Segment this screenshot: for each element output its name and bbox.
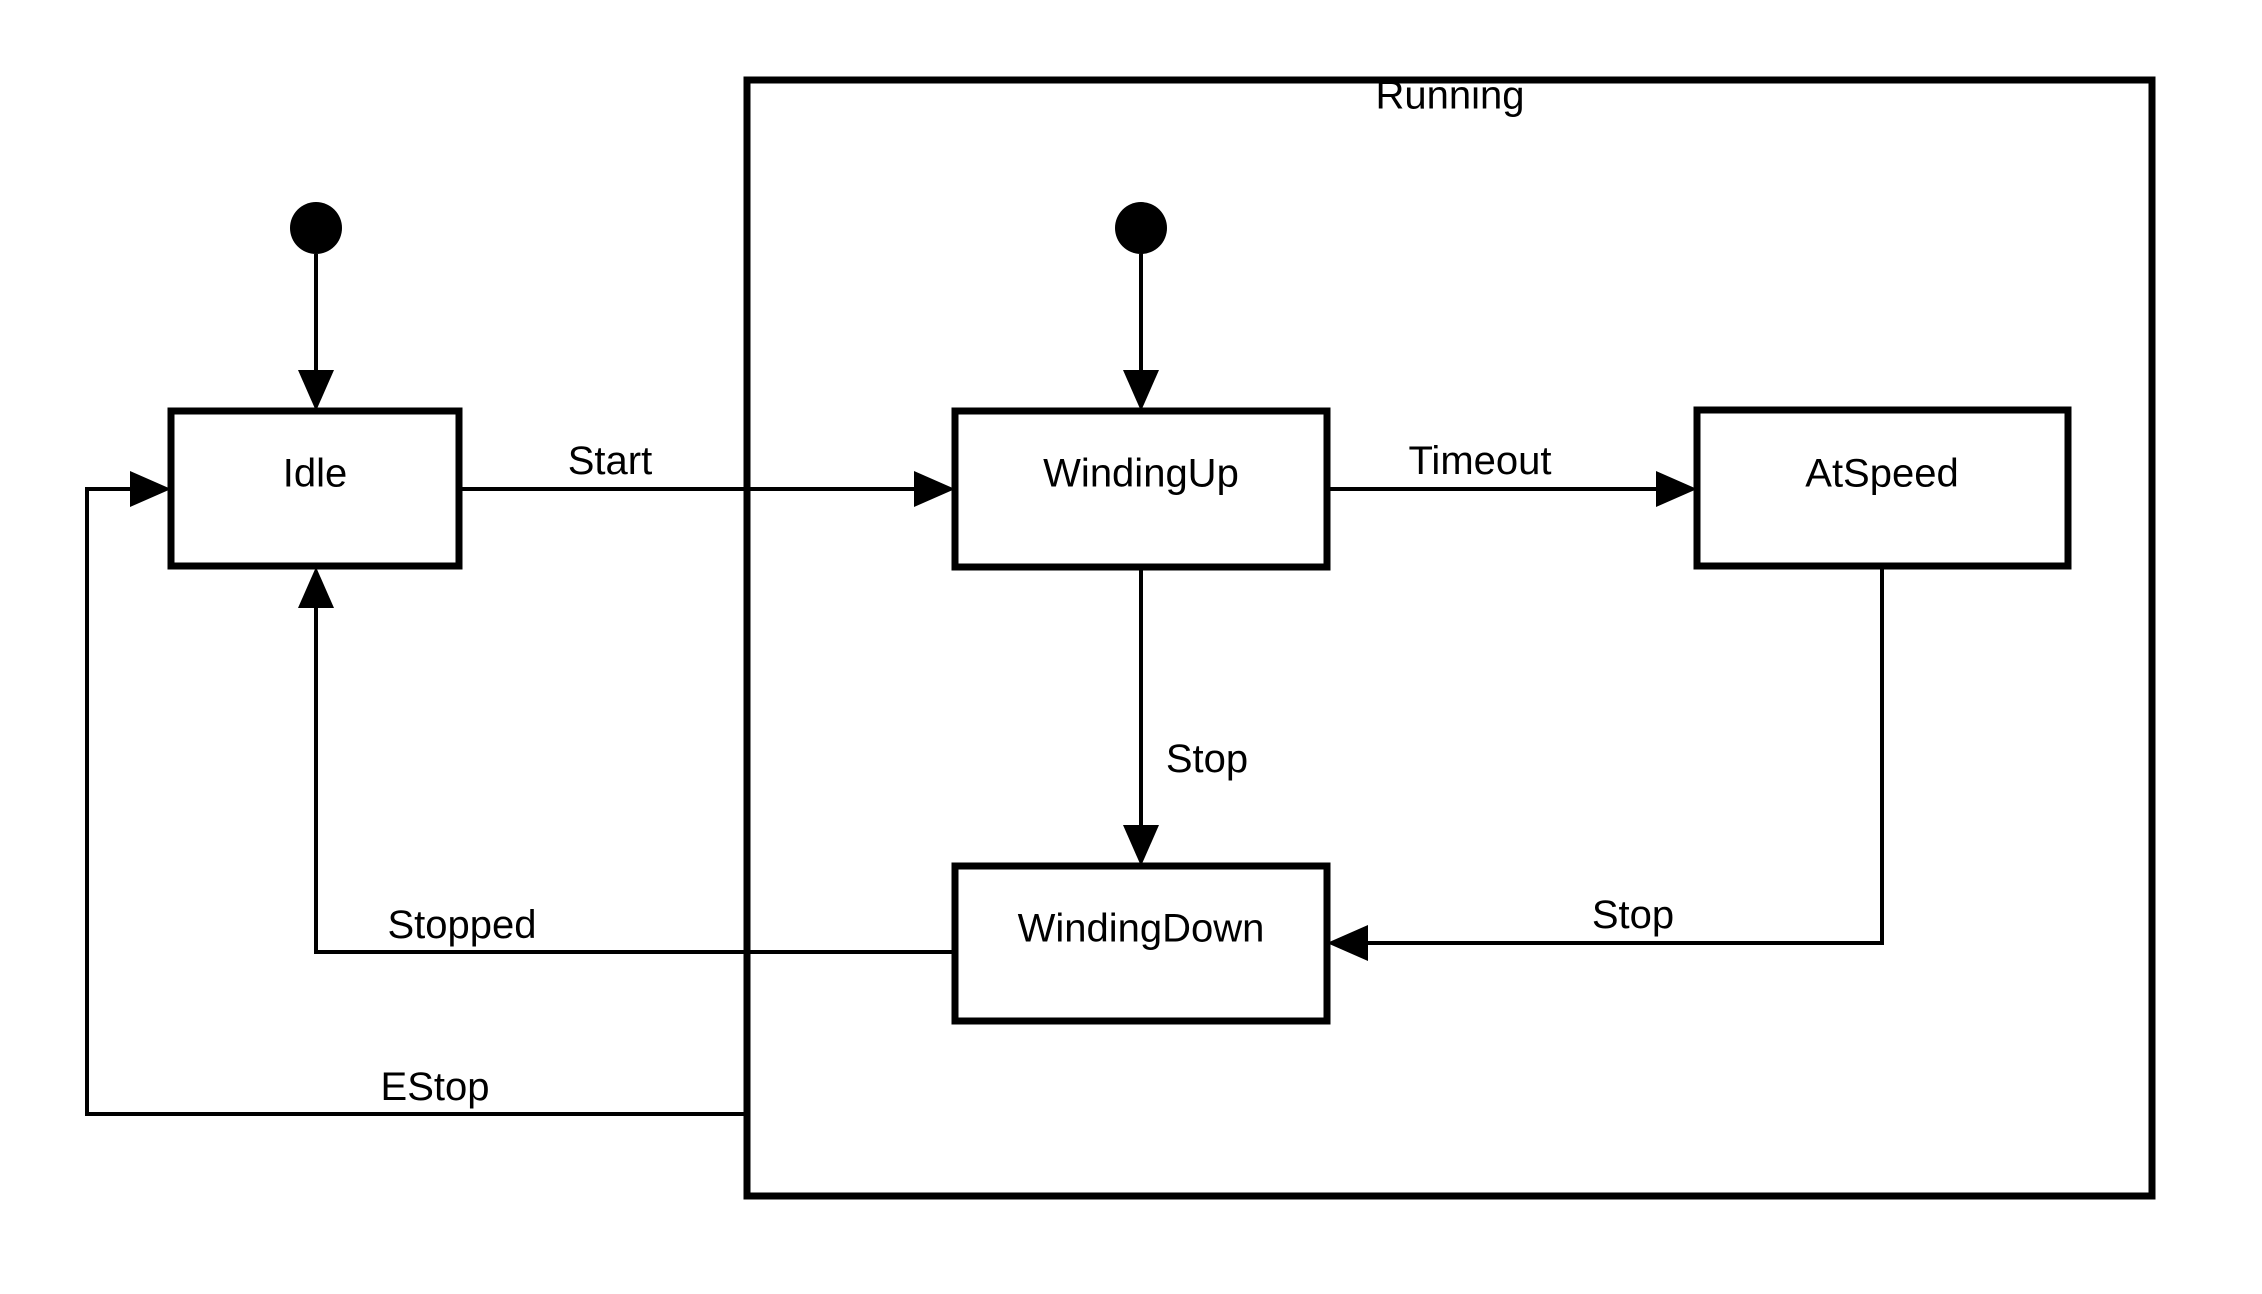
transition-stop-atspeed-line [1352, 566, 1884, 945]
transition-stop-atspeed[interactable]: Stop [1327, 566, 1884, 961]
state-windingup-label: WindingUp [1043, 452, 1239, 496]
transition-stopped[interactable]: Stopped [298, 567, 955, 954]
transition-start-label: Start [568, 439, 652, 483]
composite-state-running[interactable]: Running [743, 74, 2156, 1200]
state-atspeed-label: AtSpeed [1805, 452, 1958, 496]
arrow-head-icon-timeout [1656, 471, 1697, 507]
arrow-head-icon-start [914, 471, 955, 507]
arrow-head-icon-initial-windingup [1123, 370, 1159, 411]
state-atspeed[interactable]: AtSpeed [1693, 406, 2072, 570]
arrow-head-icon-estop [130, 471, 171, 507]
arrow-head-icon-stopped [298, 567, 334, 608]
transition-timeout[interactable]: Timeout [1327, 439, 1697, 507]
state-atspeed-box [1693, 406, 2072, 570]
transition-stop-windingup[interactable]: Stop [1123, 567, 1248, 866]
transition-timeout-label: Timeout [1408, 439, 1551, 483]
state-windingdown-label: WindingDown [1018, 907, 1265, 951]
composite-state-running-border [743, 76, 2156, 1200]
state-idle[interactable]: Idle [167, 407, 463, 570]
state-windingdown[interactable]: WindingDown [951, 862, 1331, 1025]
state-windingup-box [951, 407, 1331, 571]
arrow-head-icon-stop-atspeed [1327, 925, 1368, 961]
initial-state-circle-icon [290, 202, 342, 254]
transition-stop-windingup-label: Stop [1166, 737, 1248, 781]
arrow-head-icon-initial-idle [298, 370, 334, 411]
state-windingup[interactable]: WindingUp [951, 407, 1331, 571]
transition-start[interactable]: Start [459, 439, 955, 507]
transition-estop[interactable]: EStop [85, 471, 747, 1116]
transition-estop-line [85, 487, 747, 1116]
initial-node-top[interactable] [290, 202, 342, 411]
initial-node-running[interactable] [1115, 202, 1167, 411]
arrow-head-icon-stop-windingup [1123, 825, 1159, 866]
state-idle-label: Idle [283, 452, 348, 496]
initial-state-circle-icon-running [1115, 202, 1167, 254]
transition-stop-atspeed-label: Stop [1592, 893, 1674, 937]
state-windingdown-box [951, 862, 1331, 1025]
transition-estop-label: EStop [381, 1065, 490, 1109]
composite-state-running-label: Running [1375, 74, 1524, 118]
transition-stopped-line [314, 590, 955, 954]
transition-stopped-label: Stopped [387, 903, 536, 947]
state-idle-box [167, 407, 463, 570]
